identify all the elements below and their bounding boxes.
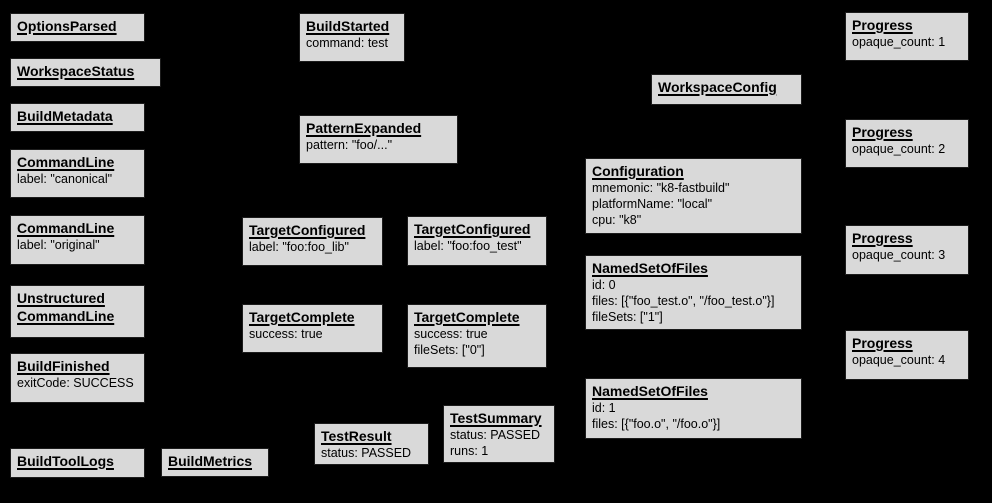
event-node-configuration: Configuration mnemonic: "k8-fastbuild" pl…	[585, 158, 802, 234]
event-node-title: Progress	[852, 335, 913, 351]
event-node-unstructured-command-line: Unstructured CommandLine	[10, 285, 145, 338]
event-node-body: id: 1 files: [{"foo.o", "/foo.o"}]	[592, 401, 721, 431]
event-node-body: success: true fileSets: ["0"]	[414, 327, 488, 357]
event-node-pattern-expanded: PatternExpanded pattern: "foo/..."	[299, 115, 458, 164]
event-node-title: TestSummary	[450, 410, 542, 426]
event-node-named-set-of-files-0: NamedSetOfFiles id: 0 files: [{"foo_test.…	[585, 255, 802, 330]
event-node-test-summary: TestSummary status: PASSED runs: 1	[443, 405, 555, 463]
event-node-target-configured-foo-lib: TargetConfigured label: "foo:foo_lib"	[242, 217, 383, 266]
event-node-build-metrics: BuildMetrics	[161, 448, 269, 477]
event-node-build-metadata: BuildMetadata	[10, 103, 145, 132]
event-node-title: NamedSetOfFiles	[592, 383, 708, 399]
event-node-options-parsed: OptionsParsed	[10, 13, 145, 42]
event-node-title: PatternExpanded	[306, 120, 422, 136]
event-node-title: CommandLine	[17, 154, 115, 170]
event-node-progress-4: Progress opaque_count: 4	[845, 330, 969, 380]
event-node-body: opaque_count: 3	[852, 248, 946, 262]
event-node-workspace-status: WorkspaceStatus	[10, 58, 161, 87]
event-node-body: label: "original"	[17, 238, 100, 252]
event-node-target-complete-foo-test: TargetComplete success: true fileSets: ["…	[407, 304, 547, 368]
event-node-body: status: PASSED	[321, 446, 412, 460]
event-node-body: status: PASSED runs: 1	[450, 428, 541, 458]
event-node-title: Progress	[852, 230, 913, 246]
event-node-body: id: 0 files: [{"foo_test.o", "/foo_test.…	[592, 278, 775, 324]
event-node-title: BuildFinished	[17, 358, 110, 374]
event-node-progress-1: Progress opaque_count: 1	[845, 12, 969, 61]
event-node-title: TargetComplete	[249, 309, 355, 325]
event-node-body: opaque_count: 1	[852, 35, 946, 49]
event-node-title: BuildToolLogs	[17, 453, 114, 469]
event-node-command-line-canonical: CommandLine label: "canonical"	[10, 149, 145, 198]
event-node-body: opaque_count: 2	[852, 142, 946, 156]
event-node-title: Configuration	[592, 163, 684, 179]
event-node-title: WorkspaceConfig	[658, 79, 777, 95]
event-node-test-result: TestResult status: PASSED	[314, 423, 429, 465]
event-node-title: OptionsParsed	[17, 18, 117, 34]
event-node-title: BuildStarted	[306, 18, 390, 34]
event-node-target-configured-foo-test: TargetConfigured label: "foo:foo_test"	[407, 216, 547, 266]
event-node-named-set-of-files-1: NamedSetOfFiles id: 1 files: [{"foo.o", "…	[585, 378, 802, 439]
event-node-title: CommandLine	[17, 220, 115, 236]
event-node-body: exitCode: SUCCESS	[17, 376, 134, 390]
event-node-title: Progress	[852, 124, 913, 140]
event-node-workspace-config: WorkspaceConfig	[651, 74, 802, 105]
event-node-title: NamedSetOfFiles	[592, 260, 708, 276]
event-node-title: TargetComplete	[414, 309, 520, 325]
event-node-command-line-original: CommandLine label: "original"	[10, 215, 145, 265]
event-node-title: BuildMetrics	[168, 453, 253, 469]
event-node-body: success: true	[249, 327, 323, 341]
event-node-body: mnemonic: "k8-fastbuild" platformName: "…	[592, 181, 730, 227]
event-node-title: BuildMetadata	[17, 108, 113, 124]
event-node-body: label: "canonical"	[17, 172, 113, 186]
event-node-build-started: BuildStarted command: test	[299, 13, 405, 62]
event-node-title: Unstructured CommandLine	[17, 290, 115, 324]
event-node-target-complete-foo-lib: TargetComplete success: true	[242, 304, 383, 353]
event-node-build-finished: BuildFinished exitCode: SUCCESS	[10, 353, 145, 403]
event-node-progress-2: Progress opaque_count: 2	[845, 119, 969, 168]
event-node-body: opaque_count: 4	[852, 353, 946, 367]
event-node-body: label: "foo:foo_test"	[414, 239, 522, 253]
event-node-title: Progress	[852, 17, 913, 33]
event-node-body: label: "foo:foo_lib"	[249, 240, 349, 254]
event-node-title: TargetConfigured	[249, 222, 366, 238]
event-node-progress-3: Progress opaque_count: 3	[845, 225, 969, 275]
event-node-title: TargetConfigured	[414, 221, 531, 237]
event-node-body: pattern: "foo/..."	[306, 138, 393, 152]
event-node-build-tool-logs: BuildToolLogs	[10, 448, 145, 478]
event-node-title: TestResult	[321, 428, 392, 444]
event-node-body: command: test	[306, 36, 388, 50]
event-node-title: WorkspaceStatus	[17, 63, 135, 79]
